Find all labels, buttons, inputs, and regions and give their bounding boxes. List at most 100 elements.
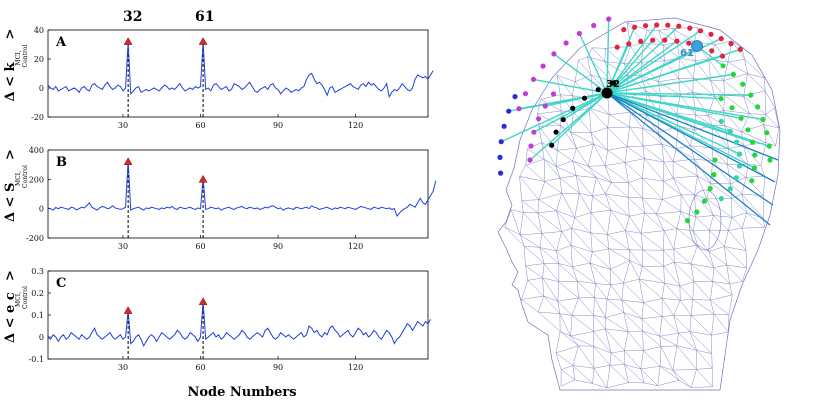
- connection-line: [606, 92, 751, 96]
- electrode-node: [530, 76, 537, 82]
- electrode-node: [527, 157, 533, 163]
- electrode-node: [718, 96, 724, 102]
- electrode-node: [581, 95, 588, 101]
- connection-line: [606, 19, 610, 94]
- electrode-node: [626, 41, 632, 47]
- plot-frame: [47, 29, 429, 118]
- electrode-node: [687, 25, 693, 31]
- connection-line: [533, 78, 608, 94]
- electrode-node: [694, 209, 700, 215]
- x-tick-label: 90: [273, 363, 283, 372]
- electrode-node: [745, 127, 751, 133]
- hub-node-32: [601, 87, 613, 99]
- connection-line: [606, 92, 776, 183]
- head-mesh: [504, 22, 780, 389]
- y-tick-label: 20: [34, 55, 44, 64]
- y-tick-label: 0: [39, 84, 44, 93]
- peak-marker: [198, 297, 208, 306]
- electrode-node: [752, 152, 758, 158]
- y-label-subscript: MCI,: [15, 50, 22, 65]
- electrode-node: [506, 108, 512, 114]
- y-tick-label: -200: [26, 234, 44, 243]
- electrode-node: [727, 128, 733, 134]
- connection-line: [578, 33, 608, 94]
- electrode-node: [528, 143, 534, 149]
- y-label-subscript: MCI,: [15, 292, 22, 307]
- electrode-node: [766, 143, 772, 149]
- electrode-node: [711, 172, 717, 178]
- electrode-node: [748, 92, 754, 98]
- electrode-node: [549, 142, 555, 148]
- connection-line: [553, 53, 608, 94]
- electrode-node: [610, 80, 617, 86]
- hub-node-61: [691, 40, 703, 52]
- electrode-node: [686, 40, 692, 46]
- peak-marker: [123, 306, 133, 314]
- y-tick-label: 0: [39, 333, 44, 342]
- electrode-node: [665, 22, 671, 28]
- electrode-node: [501, 123, 507, 129]
- connection-line: [606, 45, 701, 94]
- y-tick-label: -20: [31, 113, 44, 122]
- connection-line: [606, 25, 680, 94]
- x-tick-label: 120: [348, 121, 363, 130]
- electrode-node: [591, 22, 597, 29]
- peak-marker: [123, 37, 133, 45]
- electrode-node: [709, 48, 715, 54]
- x-tick-label: 30: [118, 242, 128, 251]
- electrode-node: [728, 41, 734, 47]
- electrode-node: [755, 104, 761, 110]
- electrode-node: [498, 170, 504, 176]
- connection-line: [606, 92, 742, 119]
- connection-line: [551, 92, 608, 146]
- x-tick-label: 30: [118, 121, 128, 130]
- x-tick-label: 30: [118, 363, 128, 372]
- panel-letter: B: [56, 155, 67, 170]
- electrode-node: [750, 139, 756, 145]
- x-tick-label: 90: [273, 121, 283, 130]
- y-tick-label: 400: [29, 146, 44, 155]
- panel-letter: C: [56, 276, 66, 291]
- connection-lines: [500, 19, 779, 226]
- x-tick-label: 60: [195, 242, 205, 251]
- electrode-node: [674, 38, 680, 44]
- electrode-node: [638, 38, 644, 45]
- electrode-node: [643, 23, 649, 29]
- electrode-node: [570, 105, 576, 111]
- electrode-node: [650, 37, 656, 43]
- electrode-node: [684, 218, 691, 224]
- plot-frame: [47, 270, 429, 360]
- electrode-node: [621, 27, 627, 33]
- x-tick-label: 90: [273, 242, 283, 251]
- connection-line: [606, 40, 678, 94]
- peak-marker: [198, 174, 208, 183]
- electrode-node: [729, 105, 735, 111]
- electrode-node: [595, 87, 601, 93]
- hub-label-32: 32: [606, 79, 620, 90]
- electrode-node: [737, 163, 743, 169]
- y-label-main: Δ < k: [3, 61, 18, 101]
- electrode-node: [550, 91, 557, 97]
- x-tick-label: 60: [195, 121, 205, 130]
- series-line: [47, 160, 437, 217]
- electrode-node: [522, 91, 529, 97]
- electrode-node: [498, 139, 504, 145]
- series-line: [47, 41, 434, 99]
- connection-line: [500, 92, 608, 143]
- connection-line: [606, 55, 723, 94]
- connection-line: [533, 92, 608, 133]
- electrode-node: [576, 30, 583, 37]
- y-label-subscript: Control: [22, 45, 29, 68]
- electrode-node: [553, 129, 559, 135]
- electrode-node: [676, 23, 682, 29]
- electrode-node: [662, 37, 668, 43]
- peak-marker: [198, 37, 208, 45]
- electrode-node: [719, 53, 726, 59]
- top-node-label-61: 61: [195, 9, 214, 25]
- y-label-main: Δ < e c: [3, 292, 18, 343]
- y-tick-label: 0.1: [31, 311, 44, 320]
- panel-letter: A: [55, 35, 67, 50]
- connection-line: [606, 92, 731, 132]
